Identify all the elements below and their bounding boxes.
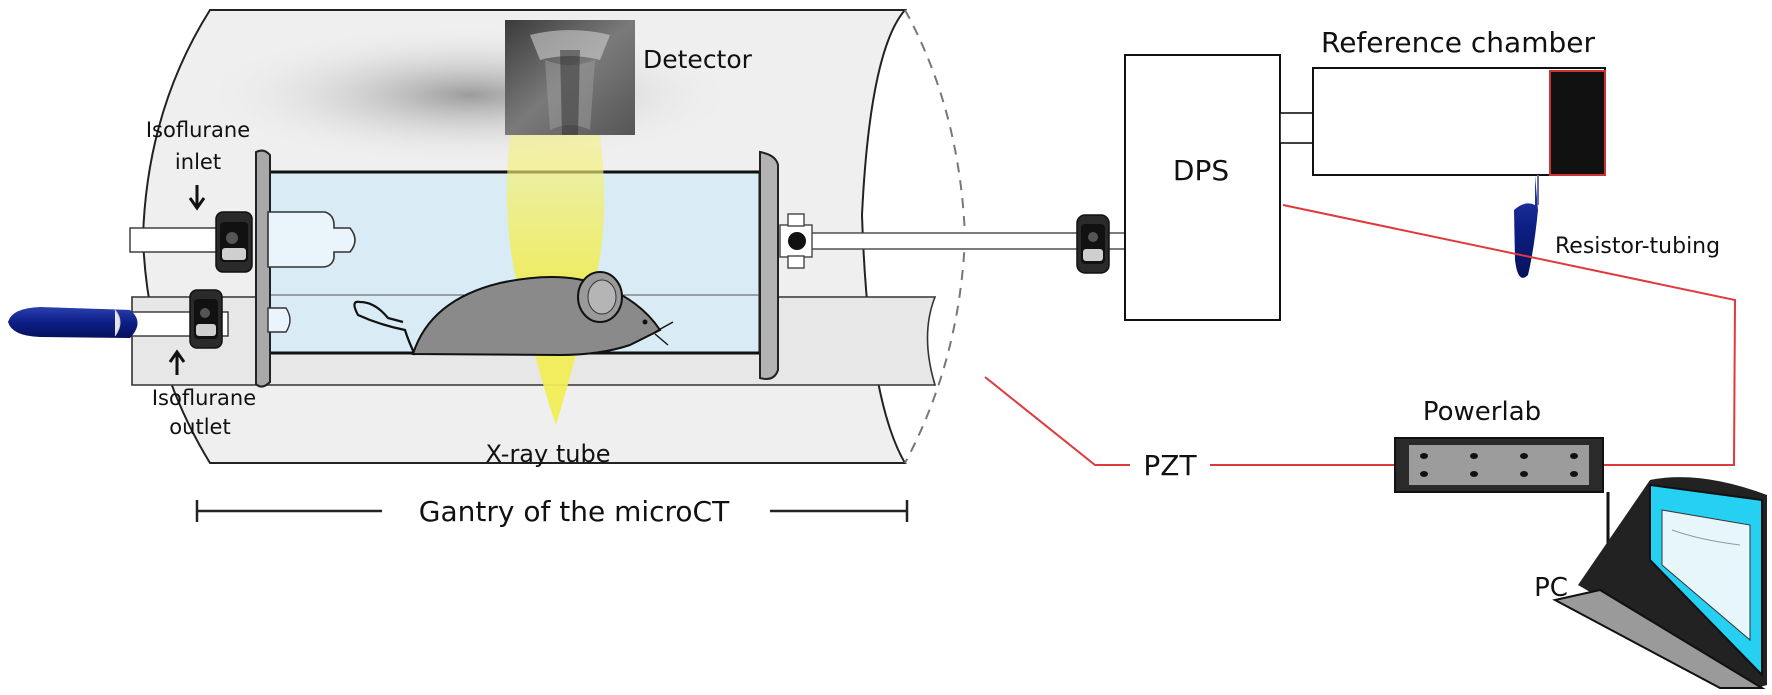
isoflurane-outlet-tube [8, 289, 229, 349]
dps-port [1279, 112, 1314, 144]
dps-box [1124, 54, 1281, 321]
reference-chamber [1312, 67, 1606, 176]
outlet-fitting [267, 307, 291, 333]
blue-exhaust-tubing [8, 307, 138, 338]
detector-label: Detector [643, 45, 753, 74]
inlet-fitting [267, 211, 356, 268]
resistor-tubing [1514, 175, 1538, 278]
isoflurane-inlet-label-line1: Isoflurane [146, 118, 250, 142]
gantry-bracket [195, 500, 909, 522]
isoflurane-outlet-label-line1: Isoflurane [152, 386, 256, 410]
laptop-keyboard [1552, 588, 1766, 689]
resistor-tubing-label: Resistor-tubing [1555, 234, 1720, 259]
powerlab-label: Powerlab [1423, 397, 1541, 427]
isoflurane-inlet-tube [129, 211, 253, 273]
reference-chamber-plunger [1549, 70, 1606, 176]
chamber-right-flange [759, 150, 779, 380]
gantry-label: Gantry of the microCT [419, 495, 730, 528]
reference-chamber-label: Reference chamber [1321, 26, 1595, 59]
isoflurane-outlet-label-line2: outlet [169, 415, 230, 439]
inlet-arrow-icon [188, 185, 206, 211]
chamber-left-flange [255, 149, 271, 388]
mouse-icon [353, 271, 674, 357]
dps-label: DPS [1173, 154, 1229, 187]
outlet-arrow-icon [168, 349, 186, 375]
xray-tube-label: X-ray tube [486, 440, 611, 468]
pc-label: PC [1534, 573, 1568, 603]
isoflurane-inlet-label-line2: inlet [175, 150, 221, 174]
detector-image [505, 20, 635, 135]
laptop-icon [1552, 477, 1767, 689]
pzt-label: PZT [1143, 449, 1197, 482]
powerlab-device [1394, 437, 1604, 493]
signal-wires [984, 204, 1737, 466]
